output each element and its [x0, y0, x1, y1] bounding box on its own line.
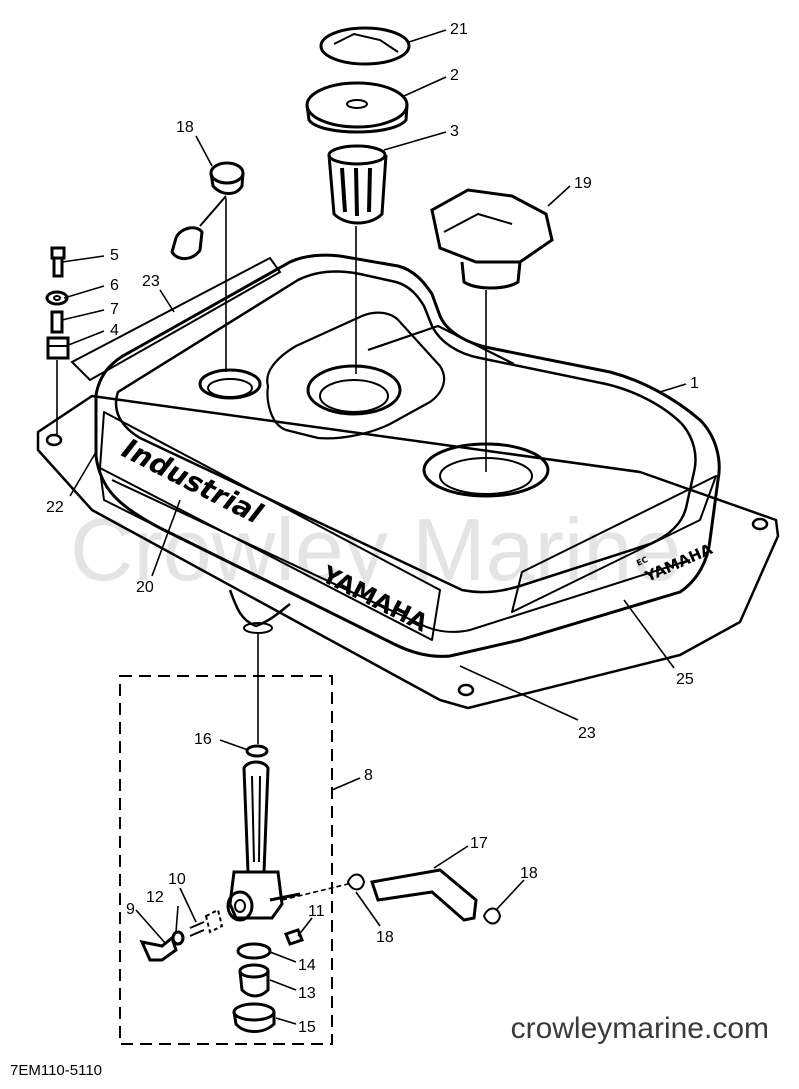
callout-10: 10: [168, 871, 186, 888]
callout-14: 14: [298, 957, 316, 974]
callout-11: 11: [308, 903, 325, 920]
callout-6: 6: [110, 277, 119, 294]
decal-strip-24: [70, 256, 282, 382]
callout-16: 16: [194, 731, 212, 748]
callout-18-left: 18: [376, 929, 394, 946]
fuel-tank: [36, 253, 780, 710]
callout-3: 3: [450, 123, 459, 140]
callout-19: 18: [176, 119, 194, 136]
callout-4: 4: [110, 322, 119, 339]
callout-7: 7: [110, 301, 119, 318]
fuel-cock-parts: [139, 744, 502, 1033]
callout-17: 17: [470, 835, 488, 852]
callout-23-right: 23: [578, 725, 596, 742]
callout-labels: 21 2 3 19 18 5 6 23 7 4 1 22 20 25 23 16…: [46, 21, 699, 1036]
callout-22: 21: [450, 21, 468, 38]
callout-13: 13: [298, 985, 316, 1002]
callout-12: 12: [146, 889, 164, 906]
callout-5: 5: [110, 247, 119, 264]
callout-24: 23: [142, 273, 160, 290]
callout-1: 1: [690, 375, 699, 392]
fuel-cock-box: [119, 675, 333, 1045]
cap-parts: [45, 26, 554, 360]
callout-25: 25: [676, 671, 694, 688]
footer-url: crowleymarine.com: [510, 1012, 769, 1045]
leader-lines: [56, 29, 687, 1025]
callout-15: 15: [298, 1019, 316, 1036]
callout-21: 20: [136, 579, 154, 596]
callout-18-right: 18: [520, 865, 538, 882]
callout-2: 2: [450, 67, 459, 84]
callout-23-left: 22: [46, 499, 64, 516]
ec-decal: EC: [635, 555, 649, 568]
callout-8: 8: [364, 767, 373, 784]
callout-9: 9: [126, 901, 135, 918]
callout-20: 19: [574, 175, 592, 192]
drawing-code: 7EM110-5110: [10, 1062, 103, 1079]
